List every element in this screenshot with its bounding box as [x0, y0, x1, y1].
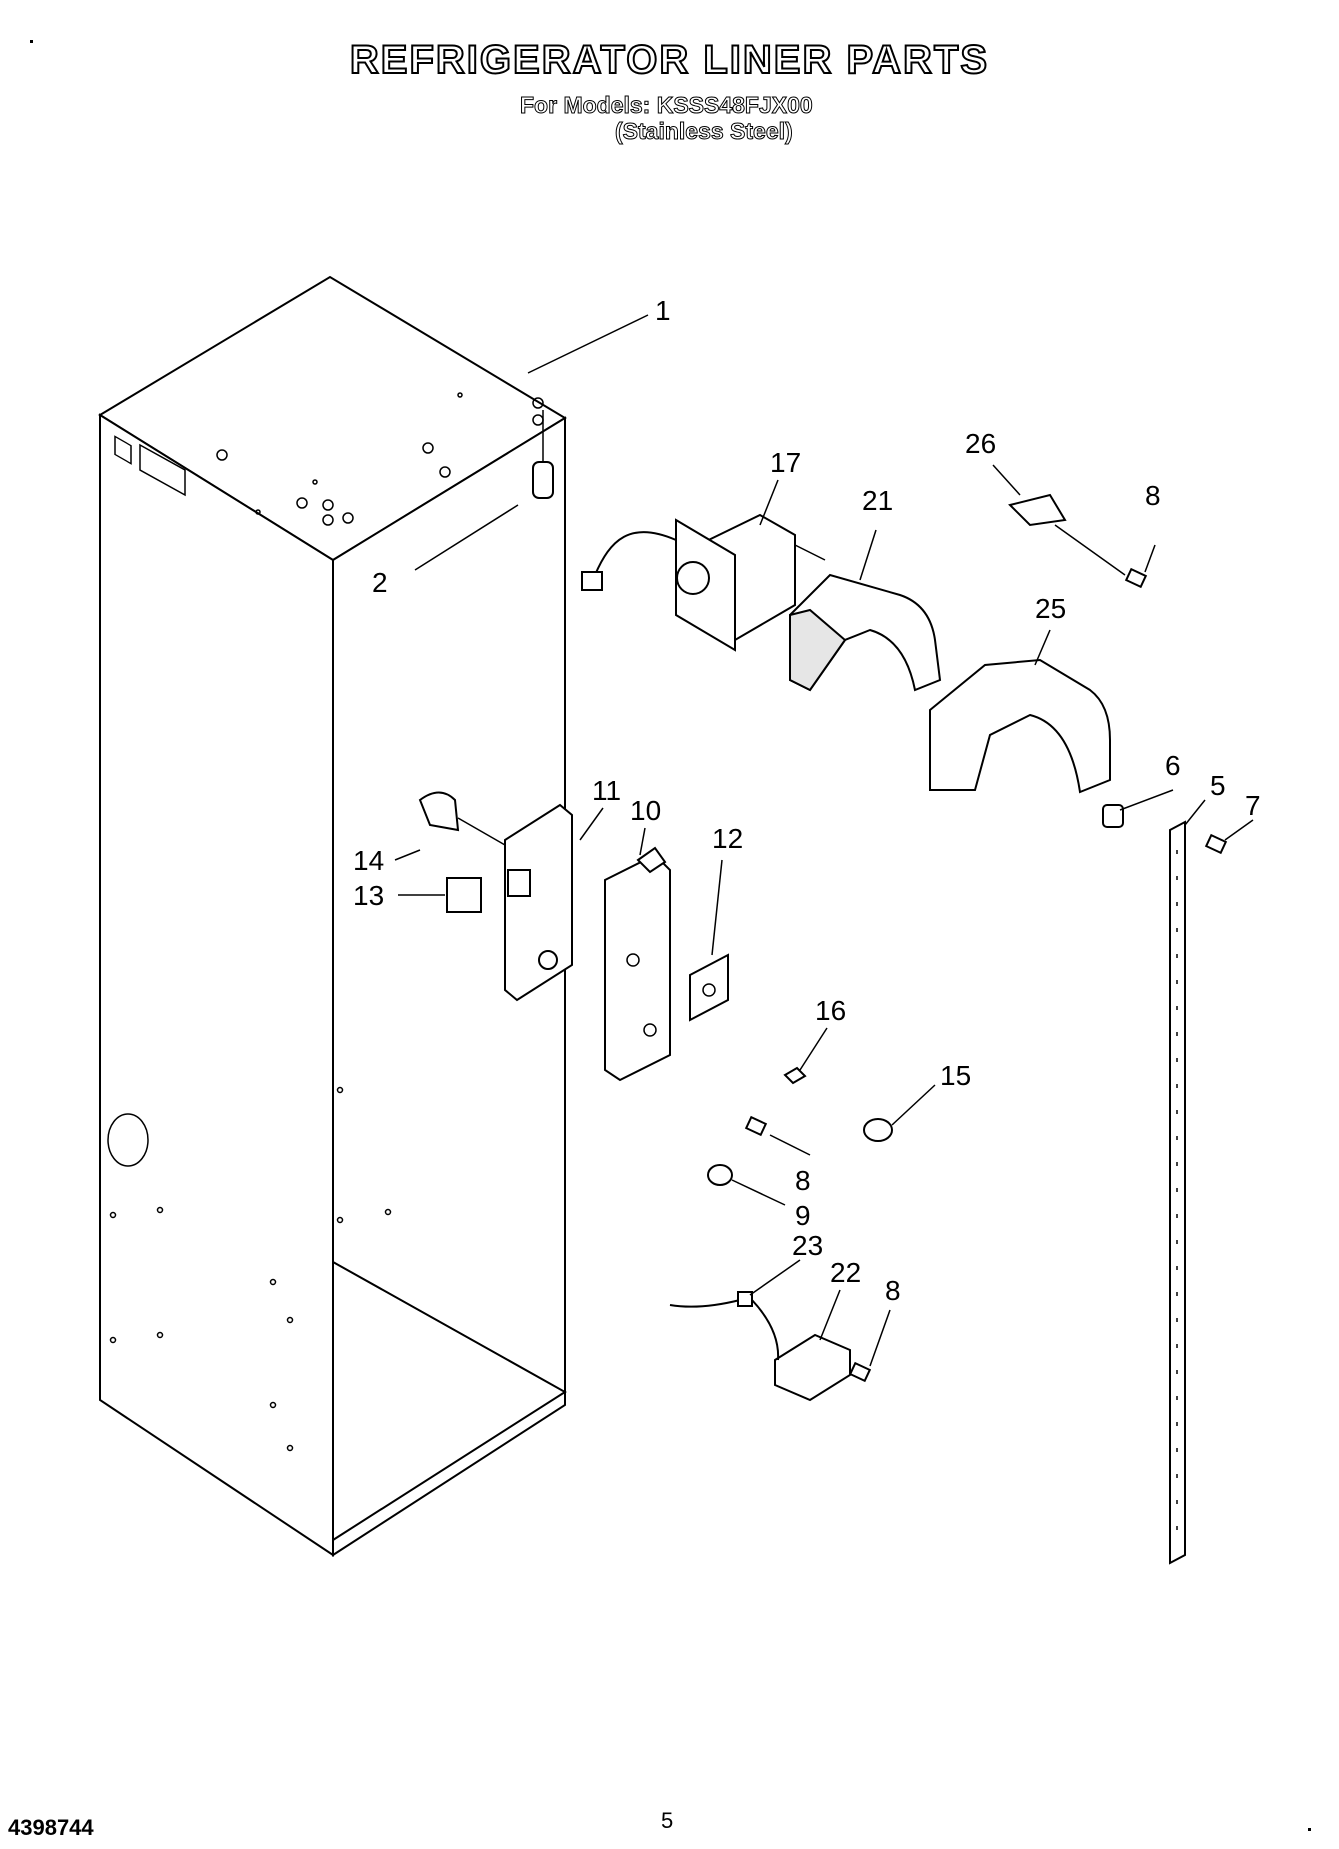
part-10-housing	[604, 846, 671, 1082]
callout-13: 13	[353, 880, 384, 911]
callout-25: 25	[1035, 593, 1066, 624]
callout-8a: 8	[1145, 480, 1161, 511]
callout-14: 14	[353, 845, 384, 876]
callout-10: 10	[630, 795, 661, 826]
page-title: REFRIGERATOR LINER PARTS	[349, 37, 990, 83]
part-14-knob	[418, 791, 506, 846]
callout-6: 6	[1165, 750, 1181, 781]
part-2-cap	[532, 410, 554, 499]
part-12-plate	[689, 953, 729, 1022]
part-26-clip	[1008, 493, 1126, 576]
part-22-light-housing	[774, 1333, 851, 1402]
corner-mark	[30, 40, 33, 43]
part-21-duct-cover	[789, 573, 942, 692]
part-23-wire-harness	[669, 1291, 780, 1361]
callout-8c: 8	[885, 1275, 901, 1306]
callout-21: 21	[862, 485, 893, 516]
part-5-shelf-rail	[1169, 820, 1186, 1565]
part-16-clip	[783, 1066, 807, 1085]
callout-15: 15	[940, 1060, 971, 1091]
part-25-duct-cover	[929, 658, 1111, 794]
callout-16: 16	[815, 995, 846, 1026]
callout-23: 23	[792, 1230, 823, 1261]
part-17-control-housing	[581, 513, 826, 652]
callout-26: 26	[965, 428, 996, 459]
callout-8b: 8	[795, 1165, 811, 1196]
leader-lines	[394, 314, 1254, 1367]
corner-mark	[1308, 1828, 1311, 1831]
material-line: (Stainless Steel)	[615, 118, 794, 145]
callout-22: 22	[830, 1257, 861, 1288]
callout-7: 7	[1245, 790, 1261, 821]
part-13-label	[446, 877, 482, 913]
callout-17: 17	[770, 447, 801, 478]
part-11-bracket	[504, 803, 573, 1002]
screw-icons	[744, 567, 1228, 1383]
callout-11: 11	[592, 775, 621, 806]
part-15-button	[863, 1118, 893, 1142]
callout-5: 5	[1210, 770, 1226, 801]
page-number: 5	[661, 1808, 674, 1833]
callout-labels: 1 2 5 6 7 8 8 8 9 10 11 12 13 14 15 16 1…	[353, 295, 1261, 1306]
callout-1: 1	[655, 295, 671, 326]
cabinet-liner	[98, 275, 567, 1557]
callout-12: 12	[712, 823, 743, 854]
part-9-plug	[707, 1164, 733, 1186]
callout-9: 9	[795, 1200, 811, 1231]
callout-2: 2	[372, 567, 388, 598]
part-6-clip	[1102, 804, 1124, 828]
models-line: For Models: KSSS48FJX00	[520, 92, 814, 119]
document-number: 4398744	[8, 1815, 94, 1840]
